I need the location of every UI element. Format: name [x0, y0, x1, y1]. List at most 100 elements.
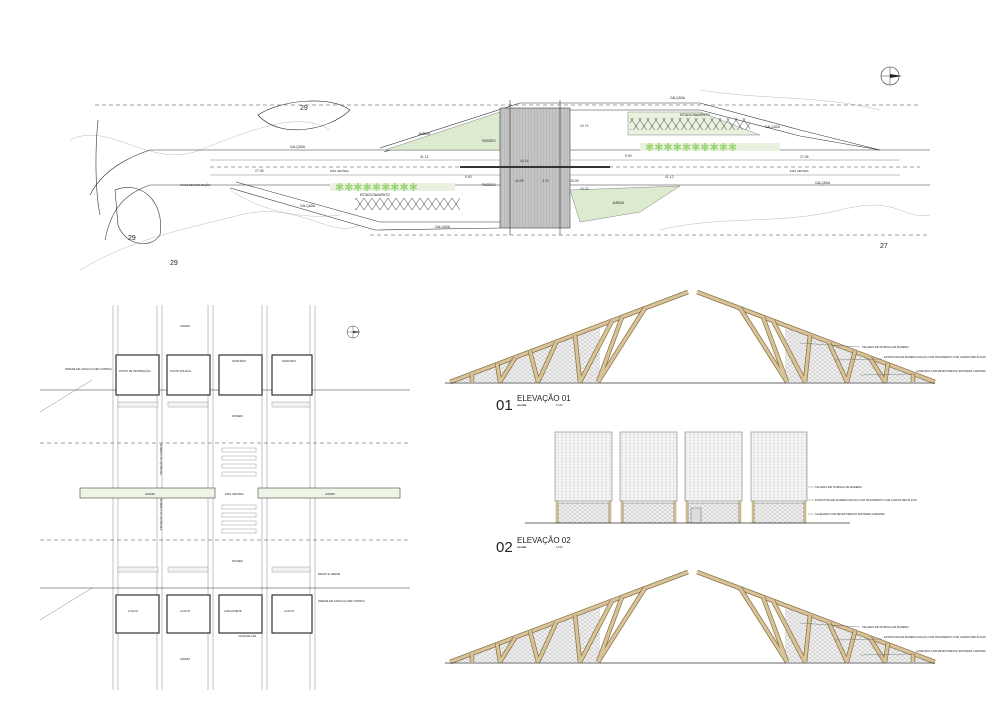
level-mark: 29: [170, 260, 178, 267]
garden-area: [569, 185, 681, 223]
label-calcada: CALÇADA: [765, 125, 781, 129]
label-eixo: EIXO CENTRAL: [790, 169, 810, 173]
roof-block: [684, 431, 743, 502]
svg-text:ALVENARIA COM REVESTIMENTO EM: ALVENARIA COM REVESTIMENTO EM PEDRA A DE…: [916, 649, 986, 653]
label-calcada: CALÇADA: [435, 225, 451, 229]
label-jardim: JARDIM: [612, 201, 624, 205]
svg-text:✱✱✱✱✱✱✱✱✱✱: ✱✱✱✱✱✱✱✱✱✱: [645, 142, 737, 154]
room-top: [115, 354, 160, 396]
note-roof: TELHADO EM TAUBILHA DE MADEIRA: [815, 485, 862, 489]
garden-area: [384, 111, 501, 151]
room-label: POSTO DE INFORMAÇÃO: [119, 368, 151, 373]
label-calcada: CALÇADA: [300, 204, 316, 208]
label-jardim: JARDIM: [180, 324, 190, 328]
svg-text:✱✱✱✱✱✱✱✱✱: ✱✱✱✱✱✱✱✱✱: [335, 182, 418, 194]
room-top: [218, 354, 263, 396]
notes-elevation-01: TELHADO EM TAUBILHA DE MADEIRA ESTRUTURA…: [799, 342, 986, 376]
garden-strip: [79, 487, 216, 499]
room-bottom: [271, 594, 313, 634]
room-top: [166, 354, 211, 396]
svg-text:ALVENARIA COM REVESTIMENTO EM: ALVENARIA COM REVESTIMENTO EM PEDRA A DE…: [916, 369, 986, 373]
crosswalk: [221, 447, 257, 534]
dimension: 41.12: [420, 155, 429, 159]
door: [690, 507, 702, 524]
floor-plan: JARDIM JARDIM EIXO CENTRAL POSTO DE: [39, 305, 410, 690]
label-calcada: CALÇADA: [815, 181, 831, 185]
room-label: SANITÁRIO: [282, 359, 296, 363]
north-arrow-icon: [346, 325, 361, 339]
level-mark: 29: [300, 105, 308, 112]
label-jardim: JARDIM: [145, 492, 155, 496]
dimension: 41.12: [665, 175, 674, 179]
label-passeio: PASSEIO: [232, 414, 243, 418]
title-elevation-02: 02 ELEVAÇÃO 02 escala 1:100: [496, 536, 571, 556]
label-passeio: PASSEIO: [482, 183, 496, 187]
dimension: 9.90: [465, 175, 472, 179]
svg-text:TELHADO EM TAUBILHA DE MADEIRA: TELHADO EM TAUBILHA DE MADEIRA: [862, 625, 909, 629]
room-label: LOJA 03: [284, 609, 295, 613]
room-label: LOJA 01: [128, 609, 139, 613]
garden-strip: [257, 487, 401, 499]
label-calcada: CALÇADA: [670, 96, 686, 100]
elevation-03: [445, 572, 935, 663]
label-calcada: CALÇADA: [290, 145, 306, 149]
site-plan: ✱✱✱✱✱✱✱✱✱ ✱✱✱✱✱✱✱✱✱✱ CALÇADA CALÇADA CAL…: [69, 66, 931, 271]
svg-text:02: 02: [496, 539, 513, 556]
label-eixo: EIXO CENTRAL: [330, 169, 350, 173]
room-label: LOJA 02: [180, 609, 191, 613]
label-caixa: CAIXA DE GÁS: [238, 634, 256, 638]
label-banco: BANCO E JARDIM: [318, 572, 340, 576]
note-masonry: ALVENARIA COM REVESTIMENTO EM PEDRA A DE…: [815, 512, 885, 516]
label-placa: PLACA DE SINALIZAÇÃO: [180, 182, 211, 187]
parking-left: [355, 198, 460, 210]
dimension: 3.70: [542, 179, 549, 183]
svg-text:1:100: 1:100: [556, 403, 563, 407]
label-jardim: JARDIM: [418, 132, 430, 136]
svg-text:01: 01: [496, 397, 513, 414]
svg-text:ESTRUTURA EM MADEIRA MACIÇA CO: ESTRUTURA EM MADEIRA MACIÇA COM TRAVAMEN…: [884, 635, 986, 639]
label-passeio: PASSEIO: [482, 139, 496, 143]
room-bottom: [115, 594, 160, 634]
dimension: 10.22: [580, 187, 589, 191]
level-mark: 27: [880, 243, 888, 250]
svg-text:escala: escala: [517, 403, 527, 407]
label-parede: PAREDE EM CANGICA (VER CORTES): [318, 599, 365, 603]
dimension: 9.90: [625, 154, 632, 158]
label-parede: PAREDE EM CANGICA (VER CORTES): [65, 367, 112, 371]
tree-row-left: ✱✱✱✱✱✱✱✱✱: [330, 182, 455, 194]
label-estacionamento: ESTACIONAMENTO: [680, 113, 710, 117]
label-projecao: PROJEÇÃO DA COBERTA: [158, 498, 163, 530]
svg-text:1:100: 1:100: [556, 545, 563, 549]
level-mark: 29: [128, 235, 136, 242]
label-jardim: JARDIM: [325, 492, 335, 496]
room-label: SANITÁRIO: [232, 359, 246, 363]
note-structure: ESTRUTURA EM MADEIRA MACIÇA COM TRAVAMEN…: [815, 498, 917, 502]
room-label: LANCHONETE: [224, 609, 242, 613]
label-projecao: PROJEÇÃO DA COBERTA: [158, 443, 163, 475]
room-label: POSTO POLICIAL: [170, 369, 192, 373]
svg-text:TELHADO EM TAUBILHA DE MADEIRA: TELHADO EM TAUBILHA DE MADEIRA: [862, 345, 909, 349]
svg-text:escala: escala: [517, 545, 527, 549]
label-eixo: EIXO CENTRAL: [225, 492, 245, 496]
room-bottom: [218, 594, 263, 634]
room-top: [271, 354, 313, 396]
roof-block: [750, 431, 808, 502]
dimension: 10.74: [580, 124, 589, 128]
svg-text:ELEVAÇÃO 01: ELEVAÇÃO 01: [517, 394, 571, 403]
roof-block: [619, 431, 678, 502]
room-bottom: [166, 594, 211, 634]
title-elevation-01: 01 ELEVAÇÃO 01 escala 1:100: [496, 394, 571, 414]
dimension: 27.05: [255, 169, 264, 173]
dimension: 15.09: [570, 179, 579, 183]
roof-block: [554, 431, 613, 502]
elevation-01: [445, 292, 935, 383]
notes-elevation-03: TELHADO EM TAUBILHA DE MADEIRA ESTRUTURA…: [799, 622, 986, 656]
tree-row-right: ✱✱✱✱✱✱✱✱✱✱: [640, 142, 780, 154]
north-arrow-icon: [880, 66, 902, 86]
label-passeio: PASSEIO: [232, 559, 243, 563]
dimension: 27.05: [800, 155, 809, 159]
elevation-02: TELHADO EM TAUBILHA DE MADEIRA ESTRUTURA…: [525, 431, 917, 524]
label-estacionamento: ESTACIONAMENTO: [360, 193, 390, 197]
label-jardim: JARDIM: [180, 657, 190, 661]
